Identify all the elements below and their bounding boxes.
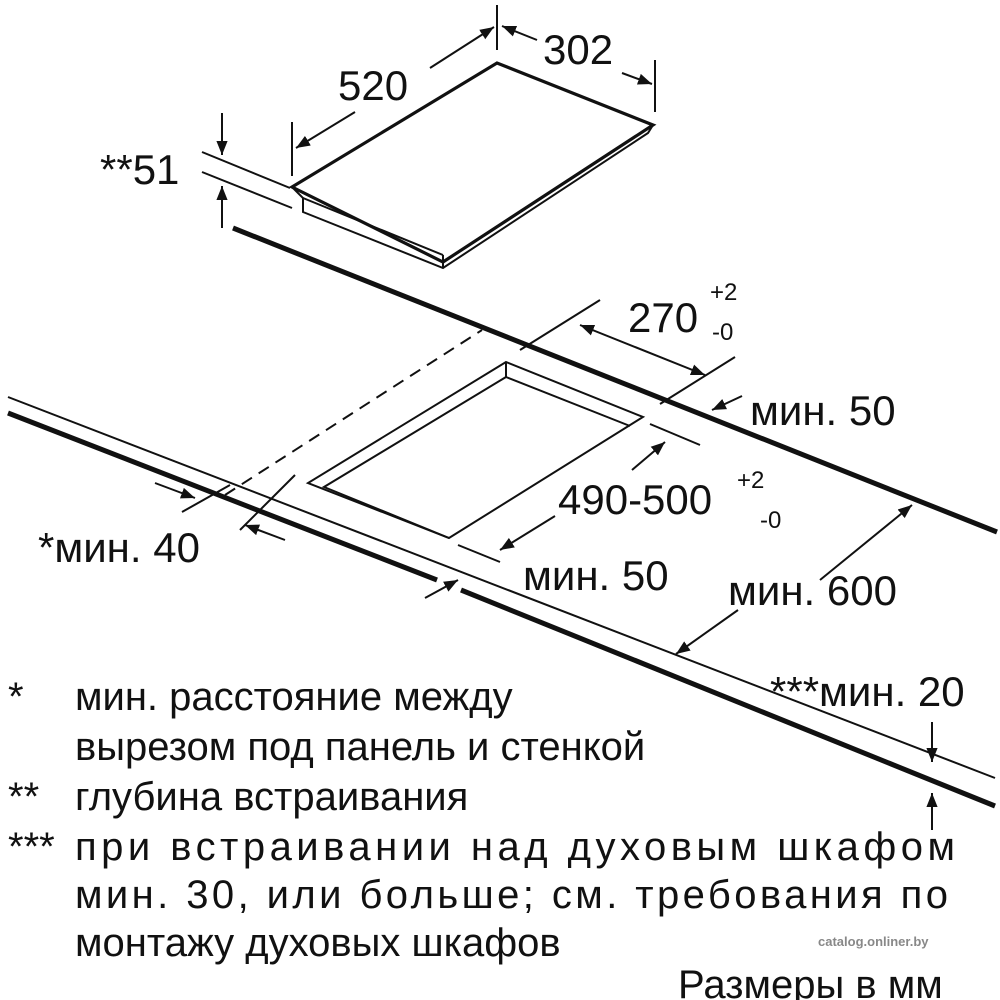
hob-width-label: 302 (543, 26, 613, 73)
note-line: глубина встраивания (75, 775, 468, 819)
counter-depth-min-label: мин. 600 (728, 567, 897, 614)
depth-label: **51 (100, 146, 179, 193)
cutout-length-label: 490-500 (558, 476, 712, 523)
note-line: вырезом под панель и стенкой (75, 725, 645, 769)
note-line: монтажу духовых шкафов (75, 921, 561, 965)
hob-length-label: 520 (338, 62, 408, 109)
back-min-label: мин. 50 (750, 387, 896, 434)
footnotes: * мин. расстояние между вырезом под пане… (8, 675, 955, 965)
watermark: catalog.onliner.by (818, 934, 929, 949)
cutout-width-label: 270 (628, 294, 698, 341)
front-min-label: мин. 50 (523, 552, 669, 599)
note-line: мин. расстояние между (75, 675, 513, 719)
note-mark: * (8, 675, 24, 719)
side-wall-min-label: *мин. 40 (38, 524, 200, 571)
counter-thickness-min-label: ***мин. 20 (770, 668, 965, 715)
hob-dimensions (201, 5, 656, 228)
countertop-drawing (7, 225, 998, 830)
hob-drawing (288, 61, 657, 270)
note-mark: ** (8, 775, 39, 819)
cutout-width-tol-minus: -0 (712, 319, 733, 346)
note-line: мин. 30, или больше; см. требования по (75, 873, 948, 917)
units-label: Размеры в мм (678, 963, 943, 1000)
cutout-width-tol-plus: +2 (710, 279, 737, 306)
note-mark: *** (8, 825, 55, 869)
cutout-length-tol-plus: +2 (737, 467, 764, 494)
note-line: при встраивании над духовым шкафом (75, 825, 955, 869)
cutout-length-tol-minus: -0 (760, 507, 781, 534)
